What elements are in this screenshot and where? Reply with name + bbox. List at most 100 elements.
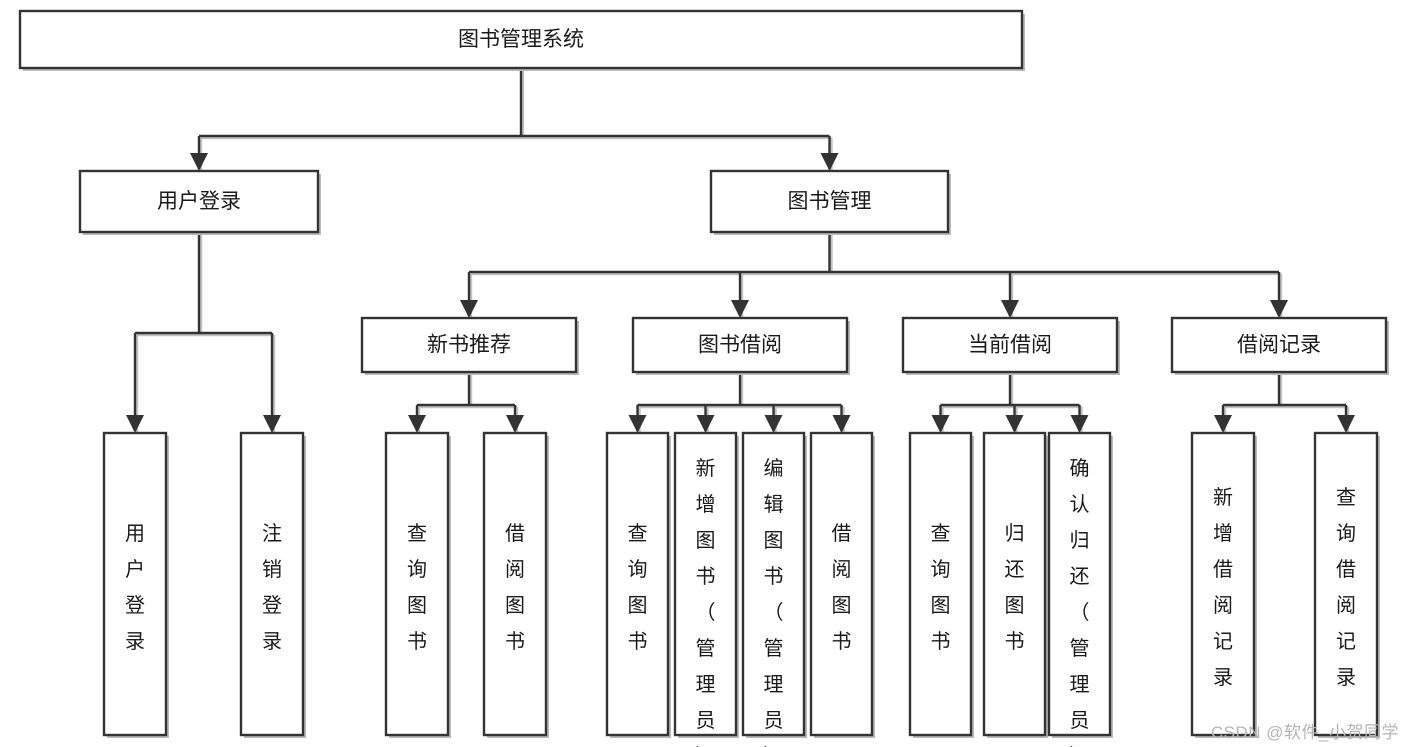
- svg-text:员: 员: [764, 710, 784, 732]
- svg-text:图: 图: [931, 595, 951, 617]
- node-leaf-return-book[interactable]: 归还图书归还图书: [982, 431, 1048, 738]
- node-root-label: 图书管理系统: [458, 28, 584, 51]
- svg-text:管: 管: [696, 637, 716, 660]
- svg-text:查: 查: [931, 522, 951, 545]
- node-borrow-record[interactable]: 借阅记录: [1170, 316, 1389, 375]
- svg-text:新: 新: [696, 457, 716, 480]
- node-leaf-user-login[interactable]: 用户登录用户登录: [102, 431, 169, 738]
- svg-text:认: 认: [1070, 493, 1090, 516]
- svg-text:增: 增: [1213, 522, 1233, 545]
- svg-text:录: 录: [125, 631, 145, 653]
- node-leaf-query-book-3[interactable]: 查询图书查询图书: [908, 431, 974, 738]
- svg-text:阅: 阅: [505, 558, 525, 581]
- svg-text:阅: 阅: [832, 558, 852, 581]
- node-leaf-query-book-2[interactable]: 查询图书查询图书: [605, 431, 671, 738]
- svg-text:）: ）: [764, 745, 784, 747]
- svg-text:确: 确: [1070, 457, 1090, 480]
- svg-text:书: 书: [1005, 630, 1025, 653]
- svg-text:）: ）: [696, 745, 716, 747]
- svg-text:图: 图: [696, 530, 716, 552]
- svg-text:询: 询: [628, 558, 648, 581]
- svg-text:销: 销: [262, 558, 282, 581]
- node-leaf-borrow-book-1[interactable]: 借阅图书借阅图书: [482, 431, 549, 738]
- svg-text:图: 图: [407, 595, 427, 617]
- svg-text:增: 增: [696, 493, 716, 516]
- svg-text:归: 归: [1070, 529, 1090, 552]
- svg-text:）: ）: [1070, 745, 1090, 747]
- svg-text:新: 新: [1213, 486, 1233, 509]
- node-leaf-add-borrow-record[interactable]: 新增借阅记录新增借阅记录: [1190, 431, 1257, 738]
- node-leaf-query-book-1[interactable]: 查询图书查询图书: [384, 431, 451, 738]
- svg-text:书: 书: [628, 630, 648, 653]
- svg-text:理: 理: [696, 674, 716, 696]
- svg-text:借: 借: [505, 522, 525, 545]
- svg-text:阅: 阅: [1336, 594, 1356, 617]
- connector-lines: [126, 68, 1355, 433]
- node-leaf-user-logout[interactable]: 注销登录注销登录: [239, 431, 306, 738]
- svg-text:辑: 辑: [764, 493, 784, 516]
- node-book-manage[interactable]: 图书管理: [709, 169, 951, 235]
- svg-text:图: 图: [1005, 595, 1025, 617]
- svg-text:还: 还: [1070, 565, 1090, 588]
- node-new-book-recommend-label: 新书推荐: [427, 334, 511, 357]
- svg-text:阅: 阅: [1213, 594, 1233, 617]
- svg-text:录: 录: [1213, 667, 1233, 689]
- node-leaf-borrow-book-2[interactable]: 借阅图书借阅图书: [809, 431, 875, 738]
- svg-text:管: 管: [1070, 637, 1090, 660]
- node-current-borrow-label: 当前借阅: [968, 334, 1052, 357]
- svg-text:户: 户: [125, 558, 145, 581]
- svg-text:登: 登: [262, 594, 282, 617]
- svg-text:图: 图: [832, 595, 852, 617]
- svg-text:借: 借: [1336, 558, 1356, 581]
- svg-text:管: 管: [764, 637, 784, 660]
- svg-text:（: （: [764, 601, 784, 624]
- svg-text:员: 员: [696, 710, 716, 732]
- svg-text:注: 注: [262, 522, 282, 545]
- svg-text:编: 编: [764, 457, 784, 480]
- node-root[interactable]: 图书管理系统: [18, 9, 1025, 71]
- node-user-login[interactable]: 用户登录: [78, 169, 321, 235]
- svg-text:图: 图: [628, 595, 648, 617]
- svg-text:（: （: [696, 601, 716, 624]
- node-book-manage-label: 图书管理: [788, 190, 872, 213]
- svg-text:书: 书: [407, 630, 427, 653]
- svg-text:理: 理: [764, 674, 784, 696]
- svg-text:询: 询: [931, 558, 951, 581]
- svg-text:书: 书: [764, 565, 784, 588]
- node-borrow-record-label: 借阅记录: [1237, 334, 1321, 357]
- svg-text:借: 借: [832, 522, 852, 545]
- svg-text:查: 查: [628, 522, 648, 545]
- svg-text:查: 查: [407, 522, 427, 545]
- node-new-book-recommend[interactable]: 新书推荐: [360, 316, 579, 375]
- svg-text:（: （: [1070, 601, 1090, 624]
- svg-text:图: 图: [505, 595, 525, 617]
- svg-text:员: 员: [1070, 710, 1090, 732]
- svg-text:图: 图: [764, 530, 784, 552]
- node-user-login-label: 用户登录: [157, 190, 241, 213]
- svg-text:书: 书: [832, 630, 852, 653]
- svg-text:借: 借: [1213, 558, 1233, 581]
- svg-text:归: 归: [1005, 522, 1025, 545]
- svg-text:书: 书: [931, 630, 951, 653]
- node-book-borrow[interactable]: 图书借阅: [631, 316, 850, 375]
- svg-text:书: 书: [505, 630, 525, 653]
- svg-text:询: 询: [1336, 522, 1356, 545]
- node-book-borrow-label: 图书借阅: [698, 334, 782, 357]
- svg-text:记: 记: [1336, 630, 1356, 653]
- svg-text:理: 理: [1070, 674, 1090, 696]
- svg-text:还: 还: [1005, 558, 1025, 581]
- svg-text:录: 录: [262, 631, 282, 653]
- svg-text:用: 用: [125, 523, 145, 545]
- node-leaf-query-borrow-record[interactable]: 查询借阅记录查询借阅记录: [1313, 431, 1380, 738]
- svg-text:询: 询: [407, 558, 427, 581]
- node-current-borrow[interactable]: 当前借阅: [901, 316, 1120, 375]
- svg-text:登: 登: [125, 594, 145, 617]
- svg-text:书: 书: [696, 565, 716, 588]
- node-boxes: 图书管理系统用户登录图书管理新书推荐图书借阅当前借阅借阅记录用户登录用户登录注销…: [18, 9, 1389, 747]
- svg-text:录: 录: [1336, 667, 1356, 689]
